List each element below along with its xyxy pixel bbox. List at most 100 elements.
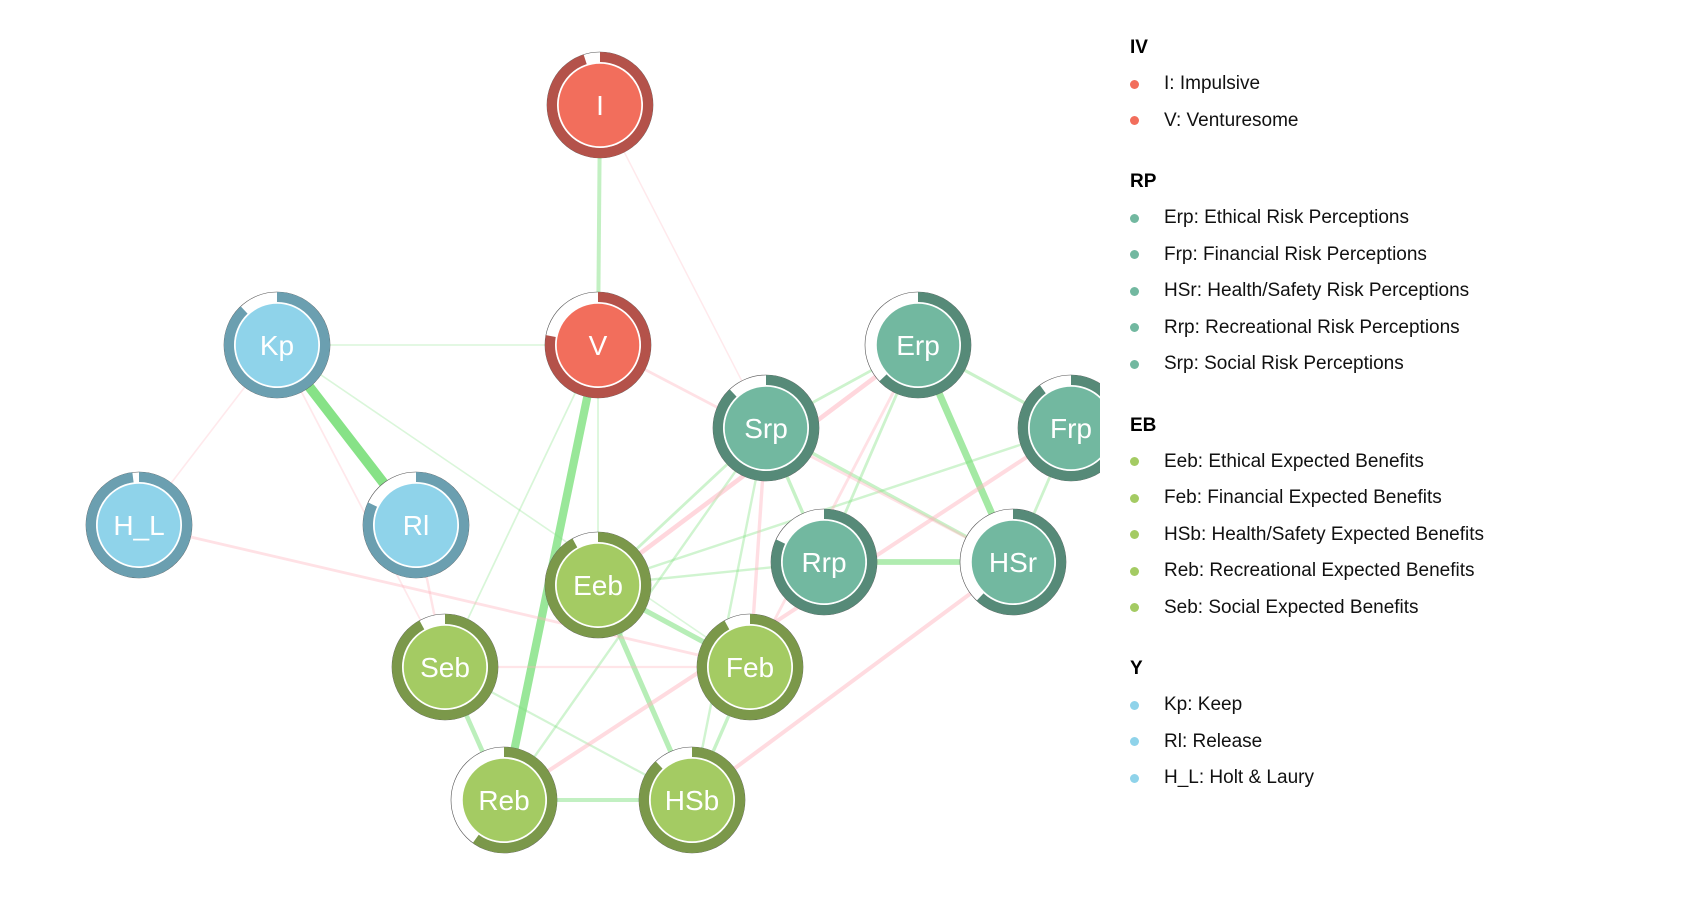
edge-Frp-Eeb	[596, 426, 1073, 587]
legend-entry: Kp: Keep	[1130, 687, 1670, 724]
node-pie-ring	[713, 375, 819, 481]
legend-entry-label: Srp: Social Risk Perceptions	[1164, 353, 1404, 374]
legend-dot-icon	[1130, 566, 1139, 576]
legend-dot-icon	[1130, 323, 1139, 333]
edge-Kp-Feb	[276, 344, 751, 668]
legend-entry: HSb: Health/Safety Expected Benefits	[1130, 517, 1670, 554]
node-Frp[interactable]: Frp	[1017, 374, 1100, 482]
legend-entry: Srp: Social Risk Perceptions	[1130, 346, 1670, 383]
node-label: Feb	[726, 652, 774, 683]
node-pie-ring	[697, 614, 803, 720]
edge-I-Srp	[599, 104, 767, 429]
node-label: H_L	[113, 510, 164, 541]
legend-group-title: RP	[1130, 171, 1157, 192]
node-fill	[373, 482, 459, 568]
legend-entry-label: Erp: Ethical Risk Perceptions	[1164, 207, 1409, 228]
legend-entry-label: HSr: Health/Safety Risk Perceptions	[1164, 280, 1470, 301]
legend-entry-label: Rl: Release	[1164, 730, 1263, 752]
node-fill	[461, 757, 547, 843]
node-label: Srp	[744, 413, 788, 444]
node-fill	[557, 62, 643, 148]
node-Erp[interactable]: Erp	[864, 291, 972, 399]
legend-entry: Seb: Social Expected Benefits	[1130, 590, 1670, 627]
legend-dot-icon	[1130, 493, 1139, 503]
node-label: Erp	[896, 330, 940, 361]
node-HSb[interactable]: HSb	[638, 746, 746, 854]
node-Kp[interactable]: Kp	[223, 291, 331, 399]
legend-entry-label: I: Impulsive	[1164, 73, 1261, 94]
legend-entry-label: Eeb: Ethical Expected Benefits	[1164, 450, 1424, 472]
legend-dot-icon	[1130, 773, 1139, 783]
edge-H_L-Feb	[137, 523, 752, 669]
legend-entry: Frp: Financial Risk Perceptions	[1130, 237, 1670, 274]
node-fill	[781, 519, 867, 605]
legend-dot-icon	[1130, 286, 1139, 296]
node-fill	[1028, 385, 1100, 471]
edges-layer	[137, 103, 1073, 805]
legend-dot-icon	[1130, 737, 1139, 747]
node-label: I	[596, 90, 604, 121]
legend-entry-label: HSb: Health/Safety Expected Benefits	[1164, 523, 1485, 545]
node-fill	[402, 624, 488, 710]
node-pie-ring	[86, 472, 192, 578]
node-I[interactable]: I	[546, 51, 654, 159]
legend-entry-label: V: Venturesome	[1164, 109, 1299, 131]
edge-Erp-Feb	[748, 343, 920, 669]
node-H_L[interactable]: H_L	[85, 471, 193, 579]
node-pie-ring	[1018, 375, 1100, 481]
legend-dot-icon	[1130, 700, 1139, 710]
node-pie-ring	[545, 292, 651, 398]
legend-entry-label: Frp: Financial Risk Perceptions	[1164, 243, 1427, 265]
node-label: Seb	[420, 652, 470, 683]
node-V[interactable]: V	[544, 291, 652, 399]
legend-dot-icon	[1130, 359, 1139, 369]
legend-entry-label: H_L: Holt & Laury	[1164, 767, 1314, 788]
node-fill	[96, 482, 182, 568]
legend-entry: Eeb: Ethical Expected Benefits	[1130, 444, 1670, 481]
legend-entry: Feb: Financial Expected Benefits	[1130, 480, 1670, 517]
node-Eeb[interactable]: Eeb	[544, 531, 652, 639]
legend-group-title: Y	[1130, 658, 1143, 679]
node-pie-ring	[976, 509, 1066, 615]
legend-group-title: IV	[1130, 37, 1148, 58]
legend-dot-icon	[1130, 250, 1139, 260]
node-HSr[interactable]: HSr	[959, 508, 1067, 616]
edge-Frp-Reb	[502, 426, 1073, 802]
node-label: Eeb	[573, 570, 623, 601]
node-label: Rl	[403, 510, 429, 541]
node-Seb[interactable]: Seb	[391, 613, 499, 721]
legend-entry-label: Rrp: Recreational Risk Perceptions	[1164, 316, 1460, 338]
node-Reb[interactable]: Reb	[450, 746, 558, 854]
node-label: HSr	[989, 547, 1037, 578]
node-pie-ring	[771, 509, 877, 615]
node-Feb[interactable]: Feb	[696, 613, 804, 721]
node-label: Reb	[478, 785, 529, 816]
legend-entry-label: Feb: Financial Expected Benefits	[1164, 487, 1442, 508]
legend-dot-icon	[1130, 116, 1139, 126]
legend-entry: Erp: Ethical Risk Perceptions	[1130, 200, 1670, 237]
edge-Kp-Seb	[276, 344, 446, 668]
edge-V-Seb	[444, 344, 599, 668]
node-pie-ring	[545, 532, 651, 638]
legend-entry: Rrp: Recreational Risk Perceptions	[1130, 310, 1670, 347]
node-fill	[707, 624, 793, 710]
node-label: Kp	[260, 330, 294, 361]
node-pie-ring	[879, 292, 971, 398]
node-pie-ring	[224, 292, 330, 398]
edge-Srp-HSb	[690, 426, 768, 802]
legend-group-title: EB	[1130, 414, 1157, 436]
legend-entry: Reb: Recreational Expected Benefits	[1130, 553, 1670, 590]
legend-entry: HSr: Health/Safety Risk Perceptions	[1130, 273, 1670, 310]
node-Srp[interactable]: Srp	[712, 374, 820, 482]
node-Rrp[interactable]: Rrp	[770, 508, 878, 616]
edge-HSr-HSb	[690, 560, 1015, 802]
node-fill	[875, 302, 961, 388]
node-label: V	[589, 330, 608, 361]
node-Rl[interactable]: Rl	[362, 471, 470, 579]
